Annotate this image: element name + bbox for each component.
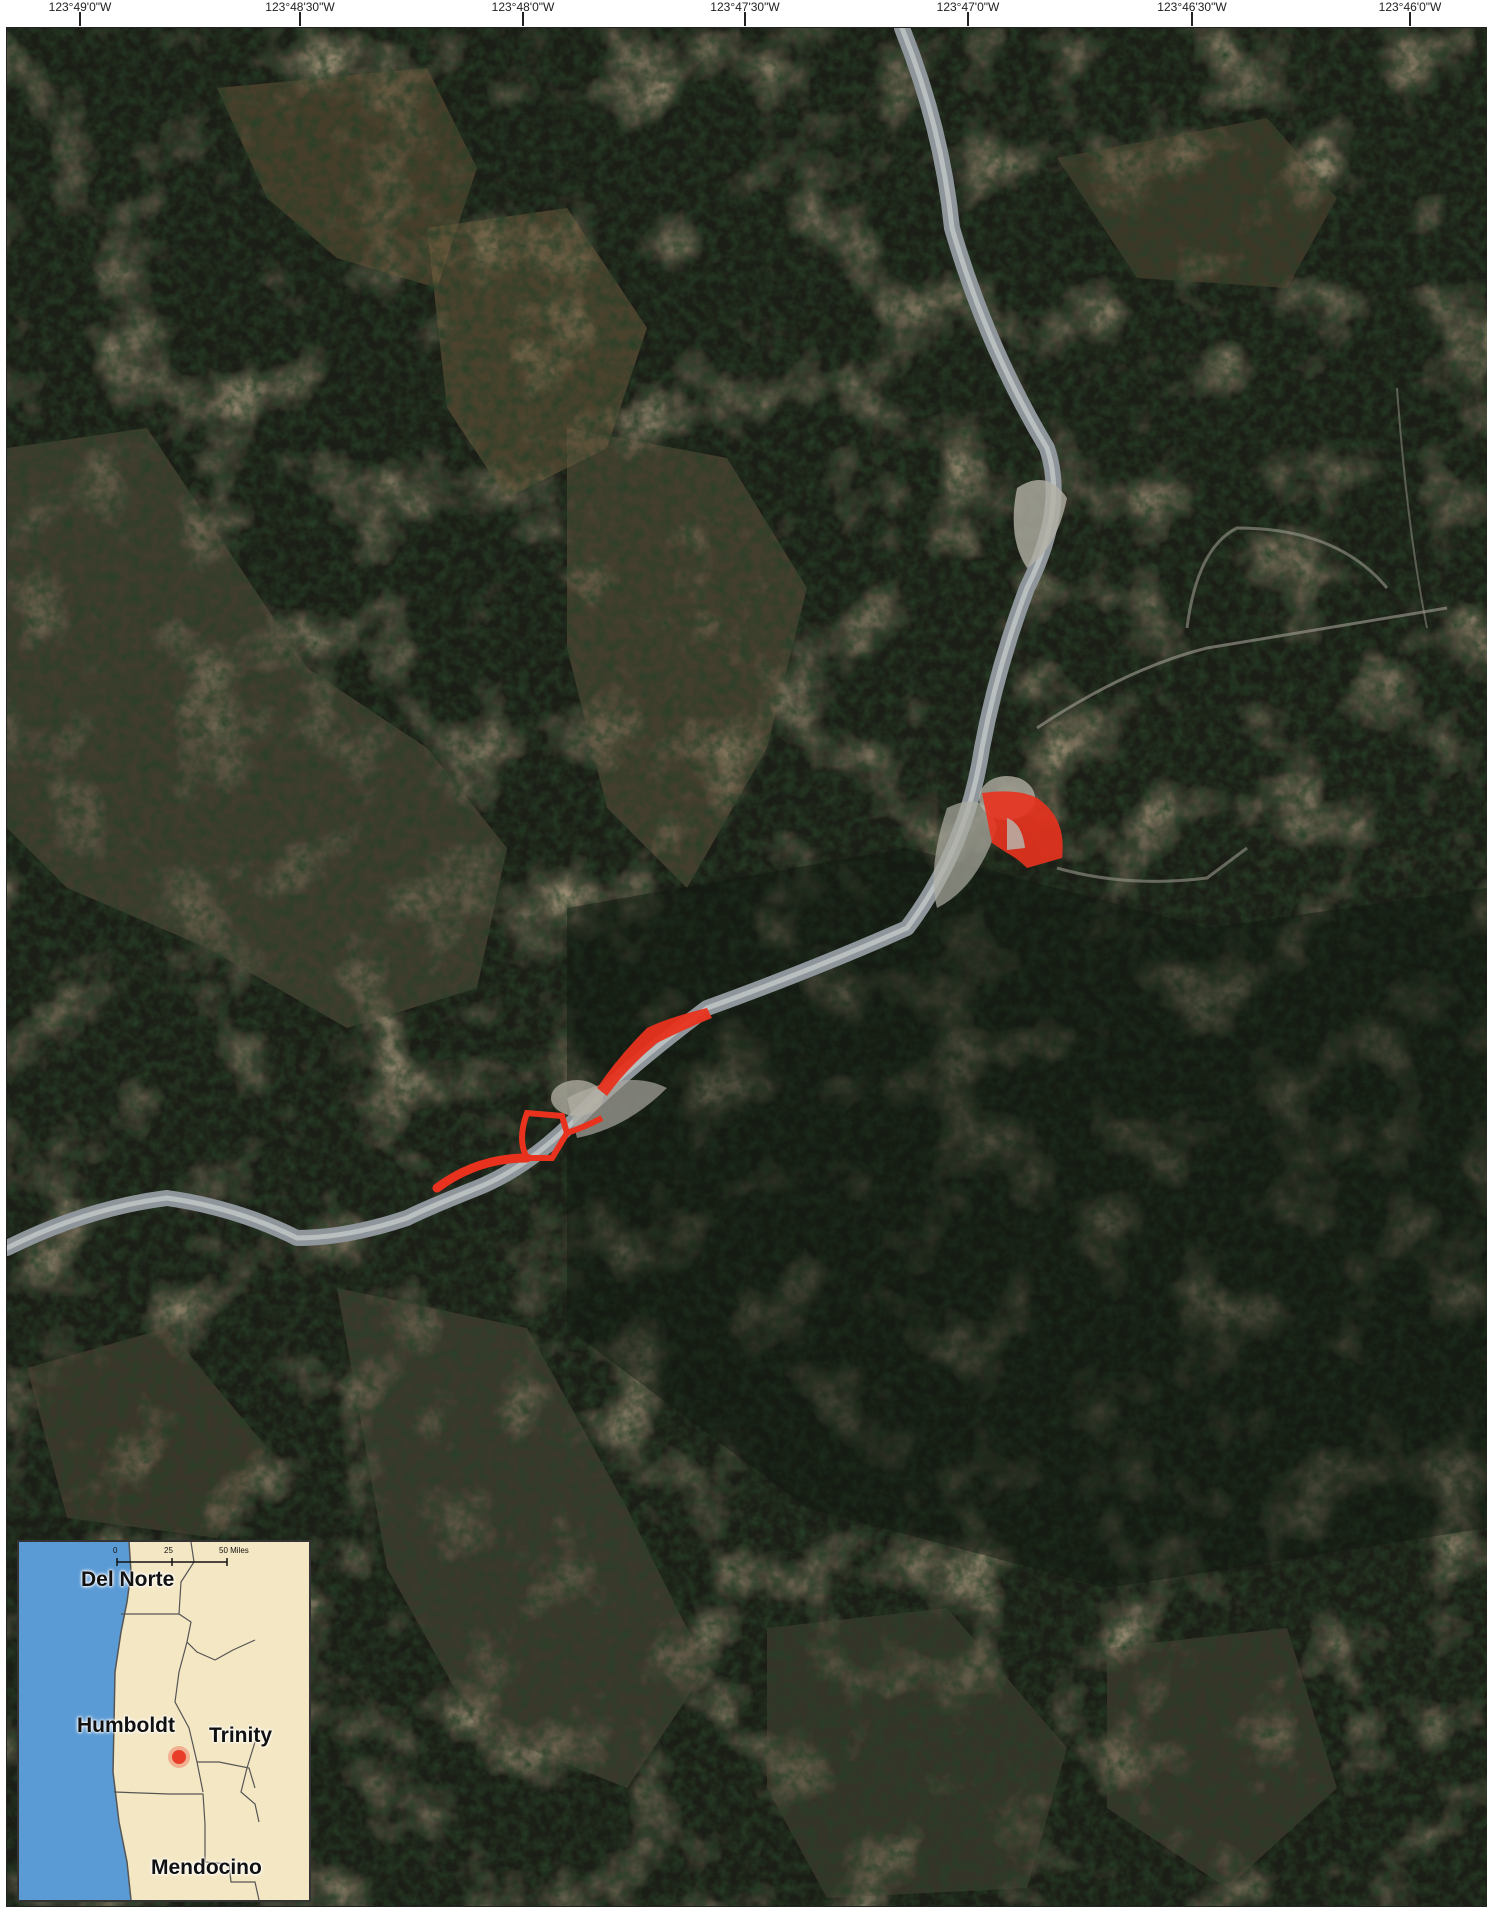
highlight-area (432, 1153, 532, 1193)
dirt-road (1185, 526, 1389, 629)
highlight-area (597, 1008, 712, 1096)
county-boundary (174, 1641, 204, 1793)
longitude-tick-label: 123°47'0"W (936, 0, 1000, 14)
highlight-area (519, 1109, 571, 1161)
county-label-mendocino: Mendocino (151, 1856, 262, 1879)
county-boundary (121, 1613, 256, 1661)
dirt-road (1036, 606, 1448, 730)
county-boundary (204, 1824, 260, 1900)
longitude-tick-label: 123°47'30"W (710, 0, 780, 14)
county-label-trinity: Trinity (209, 1724, 273, 1747)
longitude-tick-label: 123°46'30"W (1157, 0, 1227, 14)
dirt-road (1056, 846, 1248, 883)
highlight-area (566, 1115, 604, 1136)
county-boundary (197, 1761, 256, 1789)
dense-forest (567, 848, 1487, 1588)
longitude-tick-label: 123°46'0"W (1378, 0, 1442, 14)
gravel-bar (1013, 480, 1067, 568)
site-location-marker (172, 1750, 186, 1764)
county-boundary (240, 1741, 260, 1823)
highlight-area (982, 791, 1063, 868)
map-frame[interactable]: 0 25 50 Miles Del Norte Humboldt Trinity… (6, 27, 1487, 1907)
longitude-tick-mark (299, 12, 301, 26)
locator-inset-map: 0 25 50 Miles Del Norte Humboldt Trinity… (17, 1540, 311, 1902)
locator-map-graphic (19, 1542, 309, 1900)
longitude-tick-mark (1409, 12, 1411, 26)
longitude-tick-mark (79, 12, 81, 26)
longitude-tick-mark (522, 12, 524, 26)
longitude-tick-label: 123°48'0"W (491, 0, 555, 14)
river-channel (7, 28, 1057, 1251)
scale-label-zero: 0 (113, 1546, 118, 1555)
developed-area (551, 1080, 603, 1116)
site-location-halo (168, 1746, 190, 1768)
county-label-del-norte: Del Norte (81, 1568, 175, 1591)
scale-label-mid: 25 (164, 1546, 173, 1555)
county-boundary (178, 1542, 195, 1615)
developed-area (1007, 818, 1025, 850)
longitude-tick-mark (967, 12, 969, 26)
longitude-axis: 123°49'0"W 123°48'30"W 123°48'0"W 123°47… (0, 0, 1487, 28)
county-boundary (113, 1791, 206, 1825)
longitude-tick-label: 123°49'0"W (48, 0, 112, 14)
inset-ocean (19, 1542, 131, 1900)
scale-label-end: 50 Miles (219, 1546, 249, 1555)
county-label-humboldt: Humboldt (77, 1714, 175, 1737)
dirt-road (1396, 387, 1428, 629)
longitude-tick-mark (1191, 12, 1193, 26)
inset-coastline (112, 1542, 132, 1900)
gravel-bar (933, 801, 997, 908)
longitude-tick-label: 123°48'30"W (265, 0, 335, 14)
longitude-tick-mark (744, 12, 746, 26)
